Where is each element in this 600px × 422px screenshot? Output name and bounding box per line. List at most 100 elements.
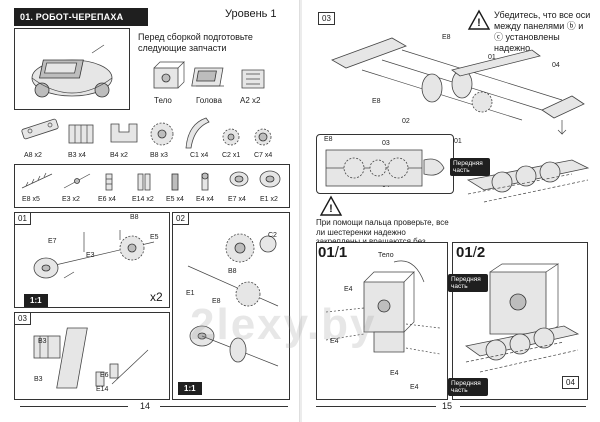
left-page: 01. РОБОТ-ЧЕРЕПАХА Уровень 1 Перед сборк… <box>14 8 290 411</box>
step-01-1-number: 01/1 <box>318 244 348 261</box>
chassis-label-01-bottom: 01 <box>454 138 462 145</box>
gear-check-num-03: 03 <box>382 140 390 147</box>
step-01-1-label-body: Тело <box>378 252 394 259</box>
step-02-label-e1: E1 <box>186 290 195 297</box>
b8-gear-icon <box>150 122 174 146</box>
chassis-label-02: 02 <box>402 118 410 125</box>
step-03-panel-assembly <box>33 327 149 389</box>
e8-axle-icon <box>21 172 53 189</box>
svg-text:!: ! <box>329 203 333 215</box>
axle-check-note: Убедитесь, что все оси между панелями ⓑ … <box>494 10 591 53</box>
part-label-c1: C1 x4 <box>190 152 209 159</box>
step-01-1-body-illustration <box>325 260 441 355</box>
step-01-axle-assembly <box>33 230 155 279</box>
step-01-1-sub: 1 <box>338 244 348 261</box>
step-01-2-main: 01 <box>456 244 473 261</box>
b4-part-icon <box>110 123 138 143</box>
part-label-head: Голова <box>196 96 222 105</box>
step-03-number: 03 <box>14 312 31 325</box>
page-number-right: 15 <box>442 401 453 411</box>
page-fold <box>299 0 303 422</box>
chassis-label-04: 04 <box>552 62 560 69</box>
step-01-label-e7: E7 <box>48 238 57 245</box>
e6-pin-icon <box>105 173 113 191</box>
step-01-1-label-e4-c: E4 <box>390 370 399 377</box>
e4-pin-icon <box>201 172 209 191</box>
e14-pin-icon <box>137 173 151 191</box>
chassis-label-e8-mid: E8 <box>372 98 381 105</box>
part-label-e7: E7 x4 <box>228 196 246 203</box>
step-03-label-b3-top: B3 <box>38 338 47 345</box>
page-line-right-2 <box>460 406 586 407</box>
step-03-label-b3-bottom: B3 <box>34 376 43 383</box>
step-01-2-number: 01/2 <box>456 244 486 261</box>
step-01-label-e5: E5 <box>150 234 159 241</box>
svg-text:!: ! <box>477 17 481 29</box>
step-01-scale-badge: 1:1 <box>24 294 48 307</box>
c1-rack-icon <box>185 117 210 149</box>
arrow-right-icon <box>322 10 334 24</box>
part-label-e6: E6 x4 <box>98 196 116 203</box>
step-02-scale-badge: 1:1 <box>178 382 202 395</box>
step-01-2-sub: 2 <box>476 244 486 261</box>
part-label-e4: E4 x4 <box>196 196 214 203</box>
page-line-left-2 <box>160 406 288 407</box>
step-01-2-num-04: 04 <box>562 376 579 389</box>
page-line-right <box>316 406 436 407</box>
b3-part-icon <box>68 124 94 144</box>
part-label-e8: E8 x5 <box>22 196 40 203</box>
part-label-e5: E5 x4 <box>166 196 184 203</box>
step-03-label-e14: E14 <box>96 386 109 393</box>
e1-wheel-icon <box>259 170 281 188</box>
step-01-1-label-e4-b: E4 <box>330 338 339 345</box>
step-01-2-front-badge-2: Передняя часть <box>448 378 488 396</box>
page-line-left <box>20 406 128 407</box>
step-01-label-e3: E3 <box>86 252 95 259</box>
part-label-b8: B8 x3 <box>150 152 168 159</box>
step-03-label-e6: E6 <box>100 372 109 379</box>
body-part-icon <box>153 61 185 89</box>
part-label-body: Тело <box>154 96 172 105</box>
model-header: 01. РОБОТ-ЧЕРЕПАХА <box>14 8 148 26</box>
gear-check-label-e8: E8 <box>324 136 333 143</box>
robot-turtle-illustration <box>31 44 113 98</box>
part-label-e3: E3 x2 <box>62 196 80 203</box>
head-part-icon <box>191 67 224 87</box>
track-assembly-illustration <box>466 159 590 203</box>
watermark-text: 2lexy.by <box>190 300 377 349</box>
right-page: 03 ! Убедитесь, что все оси между панеля… <box>302 0 600 422</box>
part-label-b3: B3 x4 <box>68 152 86 159</box>
chassis-exploded-illustration <box>331 37 585 135</box>
chassis-label-01-top: 01 <box>488 54 496 61</box>
step-01-1-main: 01 <box>318 244 335 261</box>
gear-train-illustration <box>325 149 445 187</box>
step-02-gear-assembly <box>187 233 279 367</box>
right-step-03-number: 03 <box>318 12 335 25</box>
a8-part-icon <box>21 118 59 140</box>
step-01-1-label-e4-a: E4 <box>344 286 353 293</box>
part-label-c2: C2 x1 <box>222 152 241 159</box>
step-01-2-front-badge-1: Передняя часть <box>448 274 488 292</box>
step-01-multiplier: x2 <box>150 290 163 304</box>
part-label-e14: E14 x2 <box>132 196 154 203</box>
small-parts-box <box>14 164 290 208</box>
step-02-label-b8: B8 <box>228 268 237 275</box>
step-01-1-label-e4-d: E4 <box>410 384 419 391</box>
e5-pin-icon <box>171 173 179 191</box>
warning-icon-2: ! <box>319 195 343 216</box>
c7-gear-icon <box>254 128 272 146</box>
warning-icon: ! <box>467 9 491 30</box>
prep-note: Перед сборкой подготовьте следующие запч… <box>138 32 253 53</box>
step-01-label-b8: B8 <box>130 214 139 221</box>
e3-axle-icon <box>63 173 91 189</box>
c2-gear-icon <box>222 128 240 146</box>
step-02-label-e8: E8 <box>212 298 221 305</box>
step-02-label-c2: C2 <box>268 232 277 239</box>
a2-part-icon <box>241 69 265 89</box>
part-label-b4: B4 x2 <box>110 152 128 159</box>
step-01-number: 01 <box>14 212 31 225</box>
step-01-2-robot-illustration <box>465 263 580 373</box>
page-number-left: 14 <box>140 401 151 411</box>
step-02-number: 02 <box>172 212 189 225</box>
